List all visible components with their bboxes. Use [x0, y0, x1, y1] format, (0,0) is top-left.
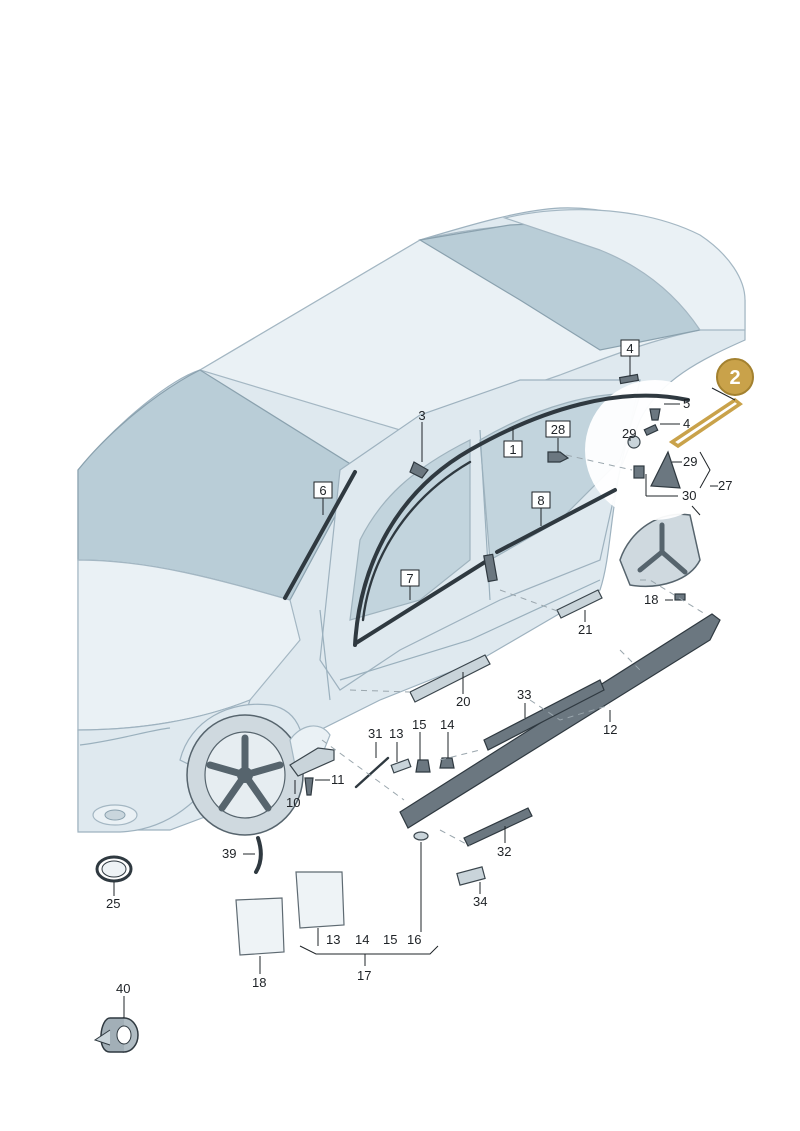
callout-34: 34 [473, 894, 487, 909]
callout-33: 33 [517, 687, 531, 702]
callout-40: 40 [116, 981, 130, 996]
part-31-rod [354, 756, 390, 789]
highlight-badge-label: 2 [729, 367, 740, 389]
callout-31: 31 [368, 726, 382, 741]
parts [93, 373, 743, 1053]
callouts: 4 1 3 6 7 8 28 5 4 29 29 30 27 18 21 20 … [106, 339, 754, 996]
part-29-nut [627, 435, 641, 449]
part-15-clip [415, 759, 431, 773]
callout-32: 32 [497, 844, 511, 859]
callout-4-lower: 4 [683, 416, 690, 431]
part-2-highlighted-trim [668, 397, 743, 449]
callout-5: 5 [683, 396, 690, 411]
part-39-seal [254, 836, 263, 874]
part-16-washer [413, 831, 429, 841]
part-40-tape-roll [93, 1017, 139, 1053]
callout-13-bottom: 13 [326, 932, 340, 947]
callout-14-bottom: 14 [355, 932, 369, 947]
part-29-triangle-trim [650, 450, 681, 489]
callout-15-top: 15 [412, 717, 426, 732]
callout-16: 16 [407, 932, 421, 947]
callout-17: 17 [357, 968, 371, 983]
callout-14-top: 14 [440, 717, 454, 732]
part-33-sill-strip [483, 679, 605, 751]
callout-15-bottom: 15 [383, 932, 397, 947]
part-21-rear-sill-plate [556, 589, 603, 619]
part-7-front-belt-trim [354, 560, 487, 645]
callout-18-right: 18 [644, 592, 658, 607]
part-4-clip-lower [643, 423, 659, 437]
callout-8: 8 [537, 493, 544, 508]
callout-7: 7 [406, 571, 413, 586]
part-25-ring [95, 855, 133, 883]
callout-10: 10 [286, 795, 300, 810]
car-illustration [77, 207, 746, 836]
callout-25: 25 [106, 896, 120, 911]
part-6-a-pillar-trim [283, 470, 357, 600]
part-34-pad [456, 866, 486, 886]
callout-12: 12 [603, 722, 617, 737]
callout-27: 27 [718, 478, 732, 493]
callout-21: 21 [578, 622, 592, 637]
callout-11: 11 [331, 772, 345, 787]
callout-1: 1 [509, 442, 516, 457]
part-4-clip-upper [618, 373, 640, 385]
part-20-front-sill-plate [409, 654, 491, 703]
part-1-roof-trim [353, 393, 690, 647]
callout-3: 3 [418, 408, 425, 423]
part-13-clip [390, 758, 412, 774]
part-10-bracket [289, 747, 335, 777]
part-8-rear-belt-trim [495, 488, 617, 554]
part-11-bolt [304, 777, 314, 796]
highlight-badge [716, 358, 754, 396]
callout-30: 30 [682, 488, 696, 503]
leader-lines [113, 355, 736, 1018]
bag-17 [295, 871, 345, 929]
callout-18-bottom: 18 [252, 975, 266, 990]
assembly-lines [321, 454, 706, 847]
part-3-clip [409, 461, 429, 479]
callout-28: 28 [551, 422, 565, 437]
callout-6: 6 [319, 483, 326, 498]
part-14-clip [439, 757, 455, 769]
part-18-small-clip [674, 593, 686, 601]
callout-39: 39 [222, 846, 236, 861]
bag-18 [235, 897, 285, 956]
part-30-clip [633, 465, 645, 479]
part-32-protection-strip [463, 807, 533, 847]
part-12-rocker-trim [399, 613, 721, 829]
callout-29-right: 29 [683, 454, 697, 469]
callout-13-top: 13 [389, 726, 403, 741]
part-8-end-cap [483, 553, 498, 583]
callout-29-left: 29 [622, 426, 636, 441]
callout-4-top: 4 [626, 341, 633, 356]
callout-20: 20 [456, 694, 470, 709]
part-5-screw [649, 408, 661, 421]
part-1-roof-trim-inner [361, 460, 472, 622]
